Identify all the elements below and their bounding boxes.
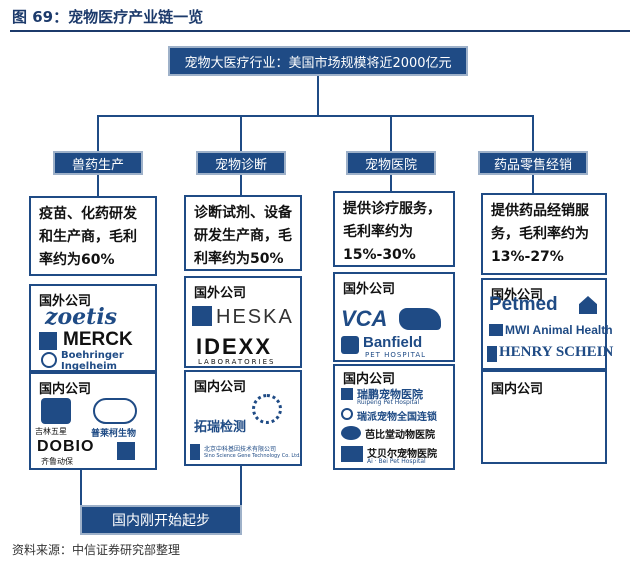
heska-logo: HESKA xyxy=(216,306,294,328)
foreign-label: 国外公司 xyxy=(39,294,92,309)
banfield-icon xyxy=(341,336,359,354)
foreign-label: 国外公司 xyxy=(343,282,396,297)
foreign-panel-diagnostics: 国外公司 HESKA IDEXX LABORATORIES xyxy=(184,276,302,368)
desc-text-diagnostics: 诊断试剂、设备 研发生产商，毛 利率约为50% xyxy=(194,205,292,267)
zhongke-icon xyxy=(190,444,200,460)
connector-header3 xyxy=(390,175,392,191)
connector-col1 xyxy=(97,115,99,151)
ruipai-logo: 瑞派宠物全国连锁 xyxy=(357,412,437,423)
banfield-logo: Banfield xyxy=(363,334,423,351)
aibeier-icon xyxy=(341,446,363,462)
ruipai-icon xyxy=(341,408,353,420)
mwi-logo: MWI Animal Health xyxy=(505,323,613,337)
domestic-label: 国内公司 xyxy=(343,372,396,387)
jilin-wuxing-icon xyxy=(41,398,71,424)
title-rule xyxy=(10,30,630,32)
column-header-vet-drugs: 兽药生产 xyxy=(53,151,143,175)
column-header-retail: 药品零售经销 xyxy=(478,151,588,175)
connector-col2 xyxy=(240,115,242,151)
desc-panel-hospital: 提供诊疗服务， 毛利率约为 15%-30% xyxy=(333,191,455,267)
ruipeng-icon xyxy=(341,388,353,400)
column-header-diagnostics: 宠物诊断 xyxy=(196,151,286,175)
petmed-logo: Petmed xyxy=(489,294,558,315)
turui-icon xyxy=(252,394,282,424)
babitang-logo: 芭比堂动物医院 xyxy=(365,430,435,441)
merck-logo: MERCK xyxy=(63,329,133,350)
domestic-panel-diagnostics: 国内公司 拓瑞检测 北京中科基因技术有限公司 Sino Science Gene… xyxy=(184,370,302,466)
desc-text-vet-drugs: 疫苗、化药研发 和生产商，毛利 率约为60% xyxy=(39,206,137,268)
zoetis-logo: zoetis xyxy=(45,304,118,330)
turui-logo: 拓瑞检测 xyxy=(194,420,247,435)
domestic-panel-retail: 国内公司 xyxy=(481,370,607,464)
connector-horizontal xyxy=(97,115,534,117)
connector-col3 xyxy=(390,115,392,151)
connector-root-down xyxy=(317,76,319,116)
foreign-panel-vet-drugs: 国外公司 zoetis MERCK Boehringer Ingelheim xyxy=(29,284,157,372)
zhongke-en-logo: Sino Science Gene Technology Co. Ltd. xyxy=(204,453,301,459)
connector-col4 xyxy=(532,115,534,151)
connector-header4 xyxy=(532,175,534,193)
connector-header1 xyxy=(97,175,99,196)
henry-schein-logo: HENRY SCHEIN xyxy=(499,344,614,360)
foreign-label: 国外公司 xyxy=(194,286,247,301)
figure-title: 图 69：宠物医疗产业链一览 xyxy=(12,8,204,26)
boehringer-logo: Boehringer Ingelheim xyxy=(61,350,124,372)
vca-logo: VCA xyxy=(341,306,388,331)
figure-source: 资料来源：中信证券研究部整理 xyxy=(12,543,181,557)
domestic-label: 国内公司 xyxy=(491,382,544,397)
desc-panel-retail: 提供药品经销服 务，毛利率约为 13%-27% xyxy=(481,193,607,275)
foreign-label: 国外公司 xyxy=(491,288,544,303)
babitang-icon xyxy=(341,426,361,440)
pulike-icon xyxy=(93,398,137,424)
ruipeng-logo: 瑞鹏宠物医院 xyxy=(357,388,423,401)
dobio-logo: DOBIO xyxy=(37,438,95,455)
connector-header2 xyxy=(240,175,242,195)
connector-bottom-right xyxy=(240,466,242,516)
desc-text-retail: 提供药品经销服 务，毛利率约为 13%-27% xyxy=(491,203,589,265)
aibeier-logo: 艾贝尔宠物医院 xyxy=(367,449,437,460)
usa-map-icon xyxy=(399,308,441,330)
desc-panel-vet-drugs: 疫苗、化药研发 和生产商，毛利 率约为60% xyxy=(29,196,157,276)
merck-icon xyxy=(39,332,57,350)
domestic-panel-hospital: 国内公司 瑞鹏宠物医院 Ruipeng Pet Hospital 瑞派宠物全国连… xyxy=(333,364,455,470)
mwi-icon xyxy=(489,324,503,336)
root-node: 宠物大医疗行业：美国市场规模将近2000亿元 xyxy=(168,46,468,76)
heska-icon xyxy=(192,306,212,326)
idexx-logo: IDEXX xyxy=(196,334,273,359)
foreign-panel-retail: 国外公司 Petmed MWI Animal Health HENRY SCHE… xyxy=(481,278,613,370)
zhongke-logo: 北京中科基因技术有限公司 xyxy=(204,446,277,453)
idexx-sub-logo: LABORATORIES xyxy=(198,358,276,366)
banfield-sub-logo: PET HOSPITAL xyxy=(365,351,427,359)
domestic-start-node: 国内刚开始起步 xyxy=(80,505,242,535)
column-header-hospital: 宠物医院 xyxy=(346,151,436,175)
foreign-panel-hospital: 国外公司 VCA Banfield PET HOSPITAL xyxy=(333,272,455,362)
qilu-logo: 齐鲁动保 xyxy=(41,457,73,466)
ruipeng-en-logo: Ruipeng Pet Hospital xyxy=(357,399,420,406)
pulike-logo: 普莱柯生物 xyxy=(91,429,137,439)
petmed-house-icon xyxy=(579,296,597,314)
domestic-label: 国内公司 xyxy=(194,380,247,395)
boehringer-icon xyxy=(41,352,57,368)
qilu-icon xyxy=(117,442,135,460)
domestic-panel-vet-drugs: 国内公司 吉林五星 普莱柯生物 DOBIO 齐鲁动保 xyxy=(29,372,157,470)
desc-panel-diagnostics: 诊断试剂、设备 研发生产商，毛 利率约为50% xyxy=(184,195,302,271)
domestic-label: 国内公司 xyxy=(39,382,92,397)
henry-schein-icon xyxy=(487,346,497,362)
jilin-wuxing-logo: 吉林五星 xyxy=(35,427,67,436)
aibeier-en-logo: Ai · Bei Pet Hospital xyxy=(367,458,426,465)
connector-bottom-left xyxy=(80,470,82,516)
desc-text-hospital: 提供诊疗服务， 毛利率约为 15%-30% xyxy=(343,201,441,263)
